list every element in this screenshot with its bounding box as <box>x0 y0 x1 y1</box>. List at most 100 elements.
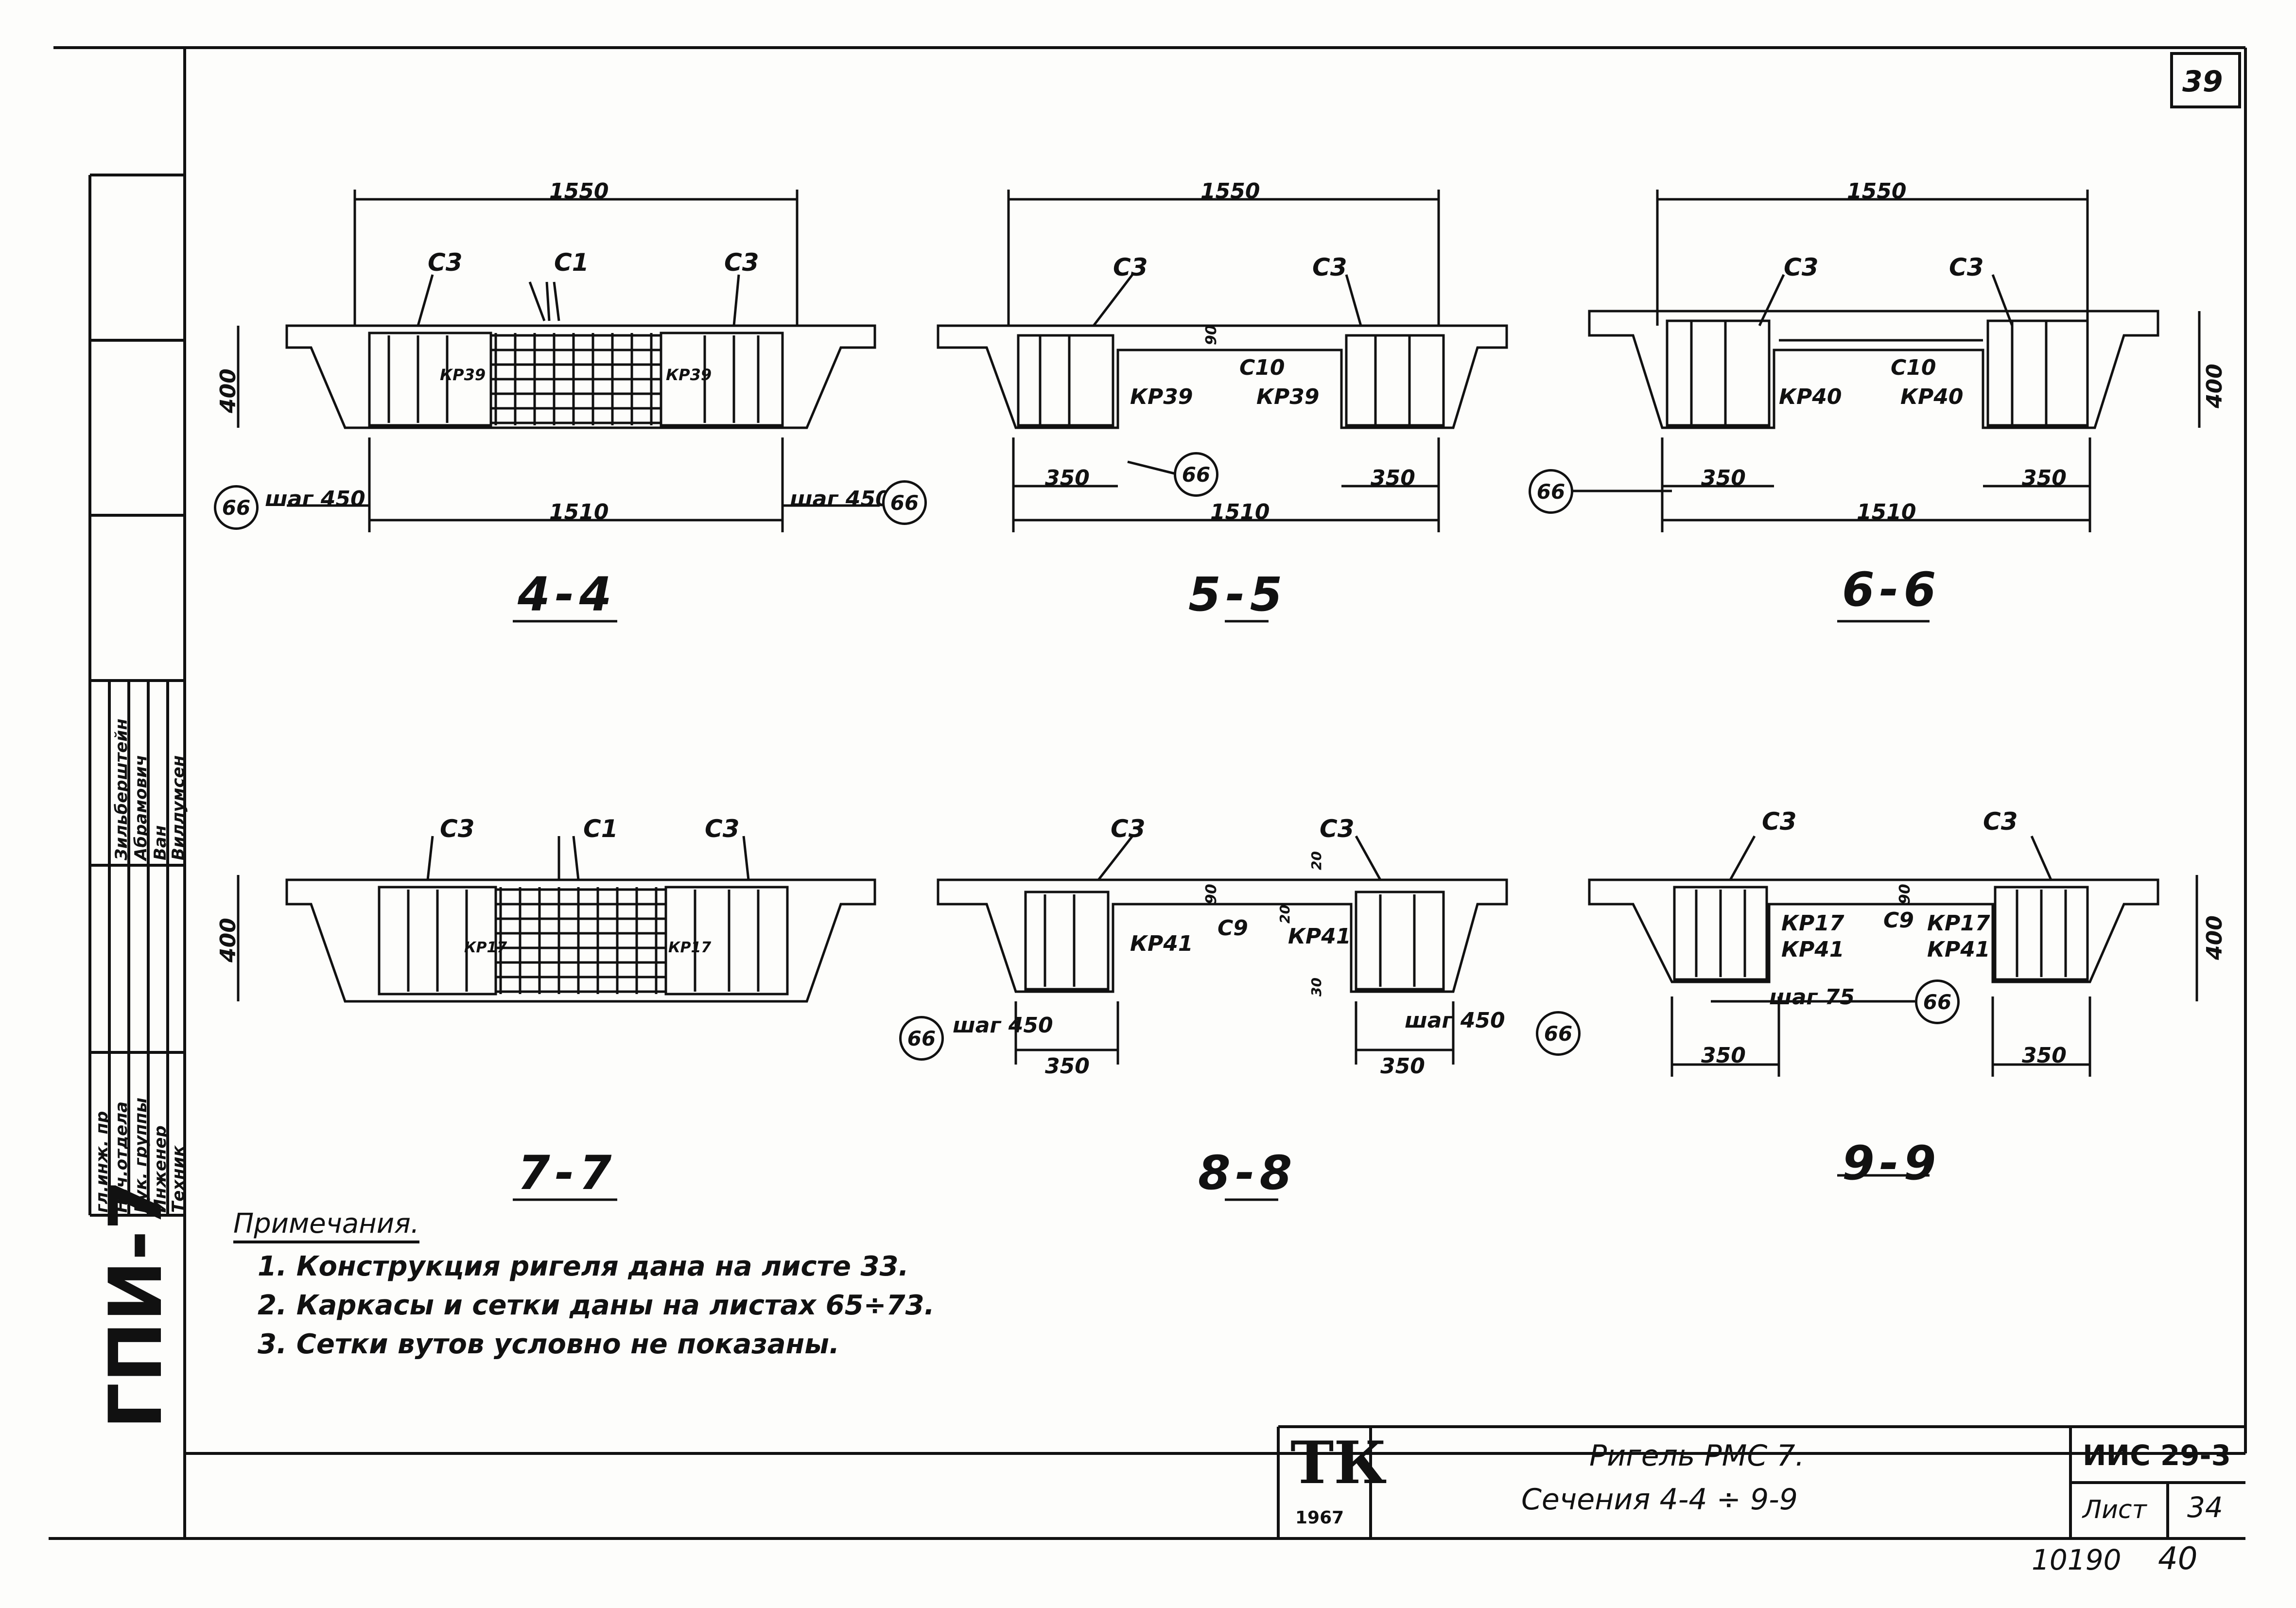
s66-bottom-dim: 1510 <box>1857 500 1916 524</box>
s44-bottom-dim: 1510 <box>549 500 609 524</box>
drawing-name: Ригель РМС 7. <box>1589 1439 1805 1473</box>
s66-left-frame: КР40 <box>1779 385 1842 409</box>
s55-top-dim: 1550 <box>1200 179 1260 204</box>
s55-left-frame: КР39 <box>1130 385 1193 409</box>
archive-no: 10190 <box>2032 1543 2122 1576</box>
s55-right-mesh: С3 <box>1312 253 1347 281</box>
title-year: 1967 <box>1295 1508 1344 1528</box>
s55-left-mesh: С3 <box>1113 253 1148 281</box>
tk-logo: ТК <box>1290 1429 1387 1497</box>
s88-right-mesh: С3 <box>1320 815 1355 843</box>
name-2: Абрамович <box>131 754 151 860</box>
s88-callout-right: 66 <box>1536 1011 1581 1056</box>
role-technician: Техник <box>169 1145 188 1213</box>
s99-right-frame-a: КР17 <box>1927 911 1990 936</box>
s44-callout-right: 66 <box>882 480 927 525</box>
s77-height: 400 <box>216 918 241 962</box>
note-1: 1. Конструкция ригеля дана на листе 33. <box>258 1251 909 1282</box>
s44-left-step: шаг 450 <box>265 487 365 511</box>
sheet-label: Лист <box>2083 1495 2147 1524</box>
s44-right-frame: КР39 <box>666 366 712 384</box>
s99-mid-mesh: С9 <box>1883 908 1914 933</box>
s44-callout-left: 66 <box>214 485 259 530</box>
s55-title: 5-5 <box>1188 567 1287 622</box>
s66-title: 6-6 <box>1842 562 1941 617</box>
s66-mid-mesh: С10 <box>1891 355 1936 380</box>
s88-left-frame: КР41 <box>1130 931 1193 956</box>
s88-mid-mesh: С9 <box>1218 916 1248 941</box>
side-code: ГПИ-7 <box>94 1179 178 1429</box>
s77-left-frame: КР17 <box>464 939 507 956</box>
s66-right-span: 350 <box>2022 466 2067 490</box>
s55-callout: 66 <box>1174 452 1218 497</box>
s44-title: 4-4 <box>518 567 617 622</box>
note-3: 3. Сетки вутов условно не показаны. <box>258 1328 840 1360</box>
s77-mid-mesh: С1 <box>583 815 618 843</box>
s88-callout-left: 66 <box>899 1016 944 1061</box>
s99-right-frame-b: КР41 <box>1927 937 1990 962</box>
s66-left-span: 350 <box>1701 466 1746 490</box>
notes-heading: Примечания. <box>233 1210 419 1243</box>
s99-left-span: 350 <box>1701 1043 1746 1068</box>
s55-thickness: 90 <box>1203 325 1220 345</box>
role-dept-head: Нач.отдела <box>112 1101 131 1213</box>
s88-left-step: шаг 450 <box>953 1013 1053 1038</box>
s99-thickness: 90 <box>1896 884 1913 904</box>
s55-right-span: 350 <box>1371 466 1415 490</box>
s99-callout: 66 <box>1915 979 1960 1024</box>
s77-title: 7-7 <box>518 1146 617 1200</box>
series-code: ИИС 29-3 <box>2083 1439 2231 1472</box>
s44-right-step: шаг 450 <box>790 487 890 511</box>
s55-mid-mesh: С10 <box>1239 355 1285 380</box>
name-1: Зильберштейн <box>112 718 131 860</box>
s88-right-frame: КР41 <box>1288 924 1351 949</box>
s66-right-frame: КР40 <box>1900 385 1964 409</box>
s88-right-step: шаг 450 <box>1405 1008 1505 1033</box>
s44-height: 400 <box>216 368 241 413</box>
s99-left-frame-b: КР41 <box>1781 937 1844 962</box>
s99-left-frame-a: КР17 <box>1781 911 1844 936</box>
s99-left-mesh: С3 <box>1762 807 1797 836</box>
s77-left-mesh: С3 <box>440 815 475 843</box>
archive-page: 40 <box>2158 1541 2198 1577</box>
role-engineer: Инженер <box>151 1125 170 1213</box>
s88-small-b: 20 <box>1277 905 1293 924</box>
s99-title: 9-9 <box>1842 1136 1941 1190</box>
s88-small-a: 20 <box>1308 851 1324 870</box>
sheet-number: 39 <box>2182 65 2223 99</box>
s77-right-frame: КР17 <box>668 939 712 956</box>
s44-left-frame: КР39 <box>440 366 486 384</box>
s99-right-mesh: С3 <box>1983 807 2018 836</box>
s88-thickness: 90 <box>1203 884 1220 904</box>
name-4: Виллумсен <box>169 755 188 860</box>
s77-right-mesh: С3 <box>705 815 740 843</box>
drawing-subtitle: Сечения 4-4 ÷ 9-9 <box>1521 1483 1798 1517</box>
s66-callout: 66 <box>1529 469 1573 514</box>
sheet-no: 34 <box>2187 1491 2223 1524</box>
s88-left-span: 350 <box>1045 1054 1090 1079</box>
s88-small-c: 30 <box>1308 978 1324 996</box>
s88-left-mesh: С3 <box>1111 815 1146 843</box>
s88-title: 8-8 <box>1198 1146 1297 1200</box>
s66-top-dim: 1550 <box>1847 179 1907 204</box>
s55-right-frame: КР39 <box>1256 385 1320 409</box>
role-chief-engineer: гл.инж. пр <box>92 1111 112 1213</box>
s44-right-mesh: С3 <box>724 248 759 277</box>
s66-height: 400 <box>2202 364 2227 408</box>
note-2: 2. Каркасы и сетки даны на листах 65÷73. <box>258 1290 935 1321</box>
s44-top-dim: 1550 <box>549 179 609 204</box>
name-3: Ван <box>151 825 170 860</box>
s44-mid-mesh: С1 <box>554 248 589 277</box>
s66-left-mesh: С3 <box>1784 253 1819 281</box>
s66-right-mesh: С3 <box>1949 253 1984 281</box>
s55-bottom-dim: 1510 <box>1210 500 1270 524</box>
role-group-lead: Рук. группы <box>131 1098 151 1213</box>
s99-right-span: 350 <box>2022 1043 2067 1068</box>
s99-height: 400 <box>2202 915 2227 960</box>
s55-left-span: 350 <box>1045 466 1090 490</box>
s44-left-mesh: С3 <box>428 248 463 277</box>
s99-step: шаг 75 <box>1769 985 1855 1010</box>
s88-right-span: 350 <box>1380 1054 1425 1079</box>
